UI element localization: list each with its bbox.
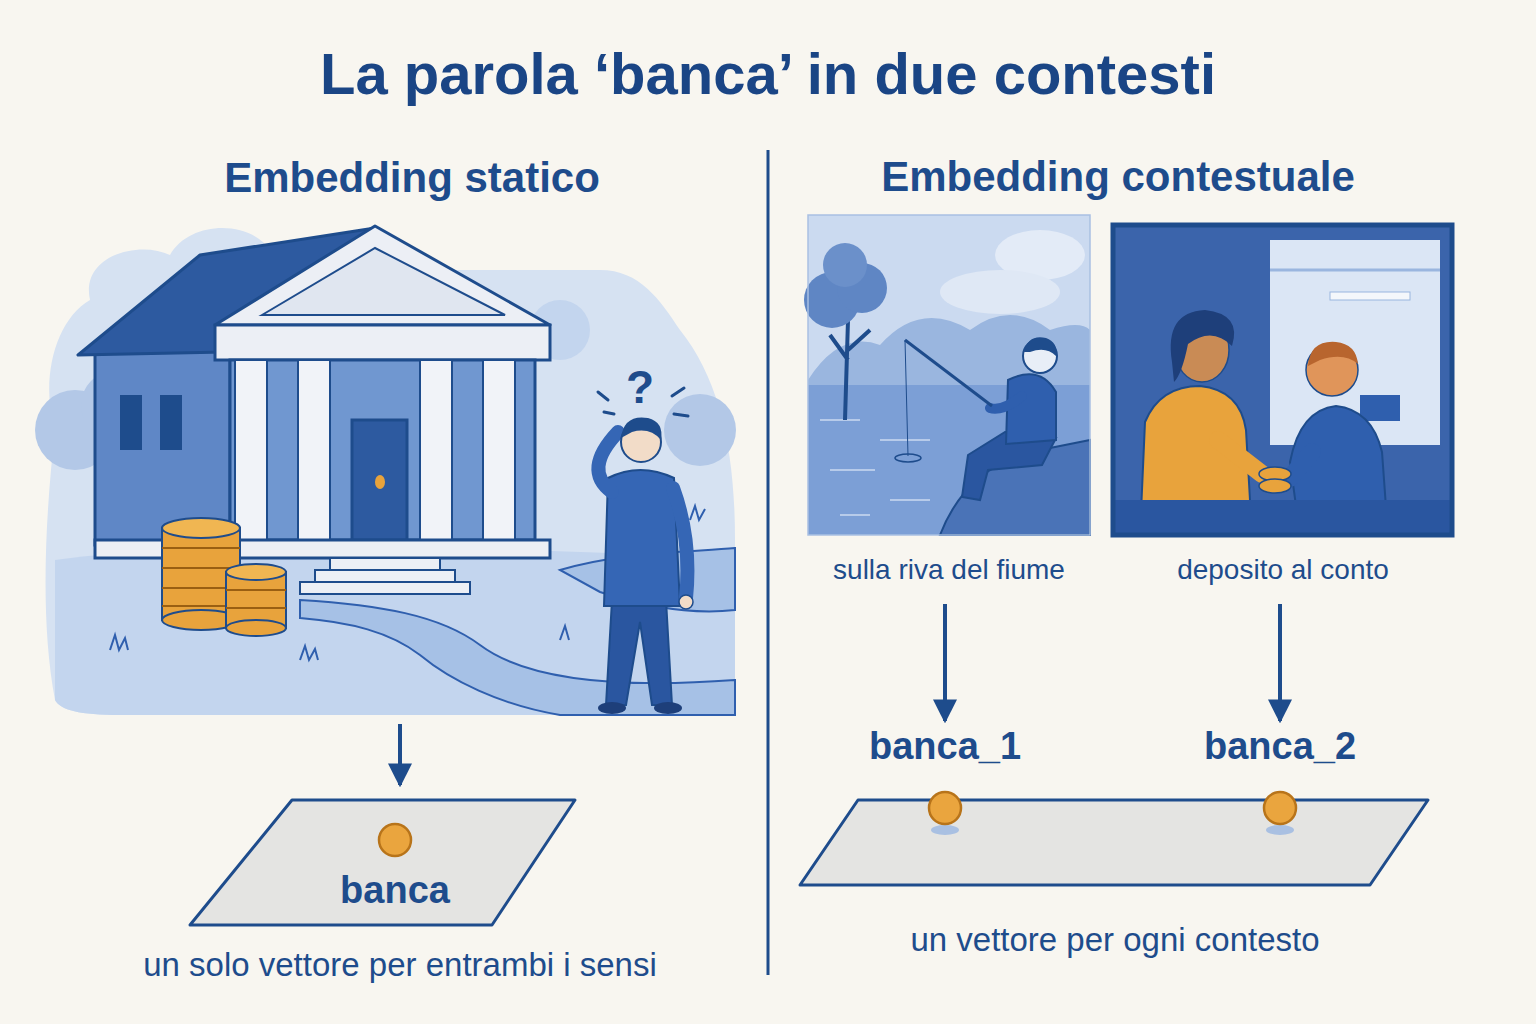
- ripple: [895, 454, 921, 462]
- vector-space-plane: un vettore per ogni contesto banca_1 banca…: [790, 722, 1440, 967]
- coin-lines: [226, 590, 286, 608]
- pediment-inner: [262, 248, 505, 315]
- building-side: [95, 350, 230, 545]
- water-waves: [820, 420, 930, 515]
- column: [235, 360, 267, 540]
- point-shadow: [1266, 825, 1294, 835]
- point-shadow: [931, 825, 959, 835]
- connector-arrow: [943, 604, 947, 721]
- far-trees: [808, 315, 1090, 390]
- connector-group: [400, 604, 1280, 785]
- panel-frame: [1113, 225, 1452, 535]
- river-path: [300, 600, 735, 715]
- column: [420, 360, 452, 540]
- facade-wall: [230, 360, 535, 540]
- pediment: [215, 226, 550, 325]
- context-panel: deposito al conto: [1113, 215, 1453, 600]
- context-caption: sulla riva del fiume: [778, 555, 1120, 586]
- fishing-line: [905, 340, 908, 456]
- coin-bottom: [226, 620, 286, 636]
- window-frame: [1270, 269, 1440, 272]
- coin-top: [162, 518, 240, 538]
- teller-hair: [1171, 310, 1234, 382]
- tree-canopy: [823, 243, 867, 287]
- vector-space-plane: un solo vettore per entrambi i sensibanc…: [150, 790, 650, 990]
- diagram-title: La parola ‘banca’ in due contesti: [0, 42, 1536, 106]
- vector-point: banca_1: [865, 726, 1025, 828]
- point-dot: [379, 824, 411, 856]
- point-label: banca_1: [865, 726, 1025, 768]
- person-arm: [598, 432, 618, 492]
- column: [298, 360, 330, 540]
- vector-point: banca_2: [1200, 726, 1360, 828]
- person-arm: [673, 488, 687, 598]
- point-dot: [929, 792, 961, 824]
- column: [483, 360, 515, 540]
- window: [120, 395, 142, 450]
- bush: [664, 394, 736, 466]
- sky-blob: [46, 228, 735, 715]
- divider-line: [767, 150, 770, 975]
- connector-arrow: [398, 724, 402, 785]
- plane-shape: [190, 800, 575, 925]
- connector-arrow: [1278, 604, 1282, 721]
- ceiling-light: [1330, 292, 1410, 300]
- person-hair: [621, 417, 661, 440]
- section-heading: Embedding statico: [212, 155, 612, 201]
- counter: [1113, 500, 1452, 535]
- step: [315, 570, 455, 582]
- monitor: [1360, 395, 1400, 421]
- shoe: [654, 702, 682, 714]
- cloud: [940, 270, 1060, 314]
- customer-arm: [1290, 452, 1312, 478]
- section-heading: Embedding contestuale: [848, 154, 1388, 200]
- point-dot: [1264, 792, 1296, 824]
- step: [330, 558, 440, 570]
- step: [300, 582, 470, 594]
- vector-point: banca: [320, 820, 470, 915]
- river-illustration: [804, 215, 1090, 535]
- question-mark: ?: [600, 362, 680, 413]
- point-label: banca_2: [1200, 726, 1360, 768]
- person-hand: [679, 595, 693, 609]
- fisher-hair: [1024, 337, 1056, 356]
- wall: [1113, 225, 1452, 535]
- sky: [808, 215, 1090, 535]
- illustration-panel: Embedding statico: [45, 150, 735, 720]
- static-illustration: [35, 226, 736, 715]
- door: [352, 420, 407, 540]
- fisher-arm: [990, 396, 1022, 409]
- fishing-rod: [905, 340, 992, 406]
- coin-top: [226, 564, 286, 580]
- door-knob: [375, 475, 385, 489]
- person-legs: [606, 600, 672, 705]
- plane-shape: [800, 800, 1428, 885]
- panel-frame: [808, 215, 1090, 535]
- context-panel: sulla riva del fiume: [808, 215, 1090, 600]
- point-label: banca: [320, 870, 470, 912]
- customer-hair: [1308, 342, 1358, 366]
- bank-illustration: [1113, 225, 1452, 535]
- fisher-torso: [1006, 374, 1056, 444]
- teller-arm: [1218, 440, 1262, 474]
- context-caption: deposito al conto: [1103, 555, 1463, 586]
- caption: un vettore per ogni contesto: [790, 922, 1440, 958]
- caption: un solo vettore per entrambi i sensi: [80, 947, 720, 983]
- entablature: [215, 325, 550, 360]
- context-panel-outline: [808, 215, 1090, 600]
- tree-trunk: [830, 320, 870, 420]
- context-panel-outline: [1113, 215, 1453, 600]
- coin: [1259, 479, 1291, 493]
- window: [160, 395, 182, 450]
- shoe: [598, 702, 626, 714]
